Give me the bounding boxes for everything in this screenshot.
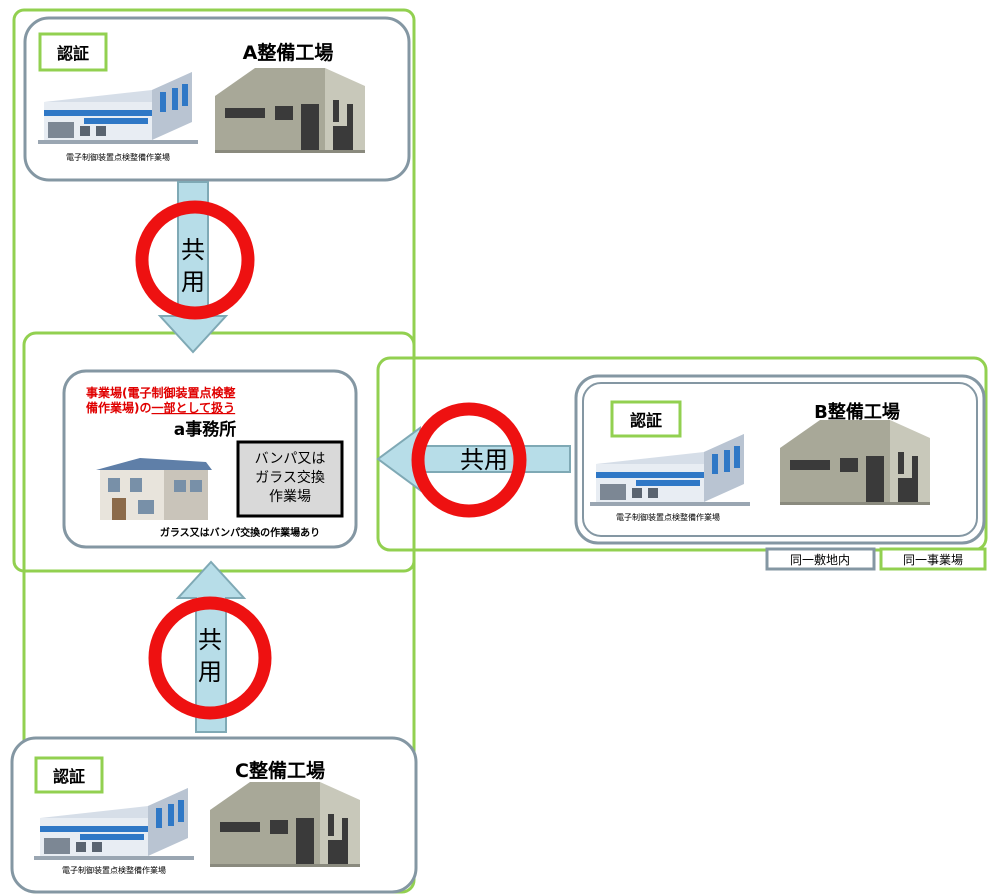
office-caption: ガラス又はバンパ交換の作業場あり <box>160 526 320 539</box>
office-name: a事務所 <box>174 419 236 440</box>
workshop-line1: バンパ又は <box>255 451 326 467</box>
shared-char1-a: 共 <box>181 236 205 264</box>
cert-label-c: 認証 <box>53 767 85 786</box>
factory-c-panel: 認証 C整備工場 電子制御装置点検整備作業場 <box>10 736 418 894</box>
office-note-line1: 事業場(電子制御装置点検整 <box>86 385 236 400</box>
legend-same-site: 同一敷地内 <box>790 552 850 567</box>
office-panel: 事業場(電子制御装置点検整 備作業場)の一部として扱う a事務所 バンパ又は ガ… <box>62 369 358 549</box>
factory-building-b-image <box>780 420 930 505</box>
shared-label-b: 共用 <box>460 446 508 474</box>
workshop-line3: 作業場 <box>269 489 311 505</box>
shared-char1-c: 共 <box>198 626 222 654</box>
legend: 同一敷地内 同一事業場 <box>765 547 987 571</box>
factory-building-a-image <box>215 68 365 153</box>
caption-a: 電子制御装置点検整備作業場 <box>66 152 170 162</box>
cert-label-a: 認証 <box>57 44 89 63</box>
cert-badge-a <box>38 32 108 72</box>
factory-name-b: B整備工場 <box>814 401 900 423</box>
workshop-line2: ガラス交換 <box>255 469 325 486</box>
shared-arrow-b: 共用 <box>376 402 571 518</box>
factory-building-c-image <box>210 782 360 867</box>
office-note-line2: 備作業場)の一部として扱う <box>86 400 235 415</box>
cert-badge-c <box>34 756 104 794</box>
factory-b-panel: 認証 B整備工場 電子制御装置点検整備作業場 <box>574 374 986 545</box>
house-image <box>96 458 212 520</box>
factory-a-panel: 認証 A整備工場 電子制御装置点検整備作業場 <box>23 16 411 182</box>
legend-same-business-swatch <box>879 547 987 571</box>
legend-same-business: 同一事業場 <box>903 553 963 567</box>
legend-same-site-swatch <box>765 547 876 571</box>
cert-label-b: 認証 <box>630 411 662 430</box>
workshop-box <box>236 440 344 518</box>
shared-arrow-c: 共 用 <box>148 560 272 733</box>
shared-char2-a: 用 <box>181 268 205 296</box>
shared-char2-c: 用 <box>198 658 222 686</box>
caption-c: 電子制御装置点検整備作業場 <box>62 865 166 875</box>
factory-name-a: A整備工場 <box>243 41 334 64</box>
cert-badge-b <box>610 400 682 438</box>
shared-arrow-a: 共 用 <box>135 181 255 354</box>
caption-b: 電子制御装置点検整備作業場 <box>616 512 720 522</box>
shared-ring-c <box>148 596 272 720</box>
region-b-frame <box>376 356 988 552</box>
shared-ring-b <box>411 402 527 518</box>
shared-ring-a <box>135 200 255 320</box>
factory-name-c: C整備工場 <box>235 759 325 782</box>
